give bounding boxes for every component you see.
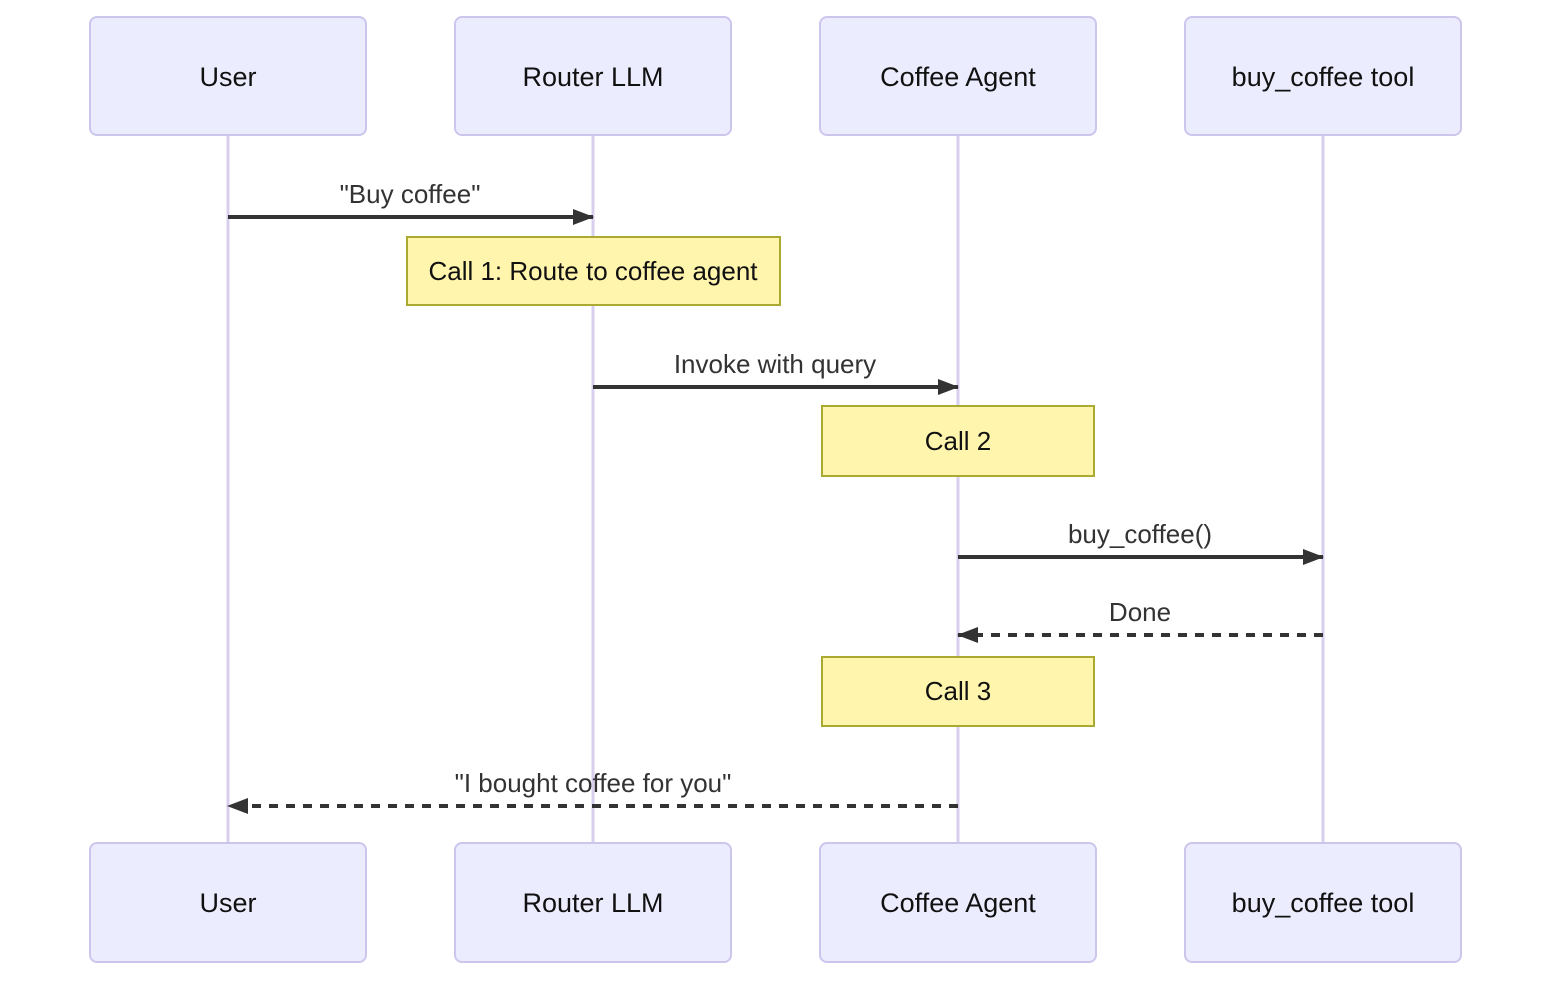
message-label-done: Done	[1109, 597, 1171, 627]
actor-bottom-router-llm	[454, 842, 732, 963]
actor-top-coffee-agent	[819, 16, 1097, 136]
actor-bottom-buy-coffee-tool-label: buy_coffee tool	[1232, 888, 1415, 918]
actor-bottom-coffee-agent-label: Coffee Agent	[880, 888, 1036, 918]
note-call-2-label: Call 2	[925, 426, 991, 456]
actor-bottom-buy-coffee-tool	[1184, 842, 1462, 963]
actor-top-router-llm	[454, 16, 732, 136]
note-call-3-label: Call 3	[925, 676, 991, 706]
message-label-buy-coffee: "Buy coffee"	[340, 179, 481, 209]
actor-top-buy-coffee-tool	[1184, 16, 1462, 136]
actor-bottom-user-label: User	[199, 888, 256, 918]
actor-bottom-coffee-agent	[819, 842, 1097, 963]
actor-top-coffee-agent-label: Coffee Agent	[880, 62, 1036, 92]
actor-bottom-user	[89, 842, 367, 963]
note-call-1-label: Call 1: Route to coffee agent	[428, 256, 758, 286]
actor-top-router-llm-label: Router LLM	[522, 62, 663, 92]
note-call-1	[406, 236, 781, 306]
actor-top-user	[89, 16, 367, 136]
actor-top-buy-coffee-tool-label: buy_coffee tool	[1232, 62, 1415, 92]
message-label-buy-coffee-call: buy_coffee()	[1068, 519, 1212, 549]
actor-bottom-router-llm-label: Router LLM	[522, 888, 663, 918]
actor-top-user-label: User	[199, 62, 256, 92]
note-call-3	[821, 656, 1095, 727]
message-label-invoke-with-query: Invoke with query	[674, 349, 876, 379]
note-call-2	[821, 405, 1095, 477]
message-label-bought-coffee: "I bought coffee for you"	[455, 768, 732, 798]
